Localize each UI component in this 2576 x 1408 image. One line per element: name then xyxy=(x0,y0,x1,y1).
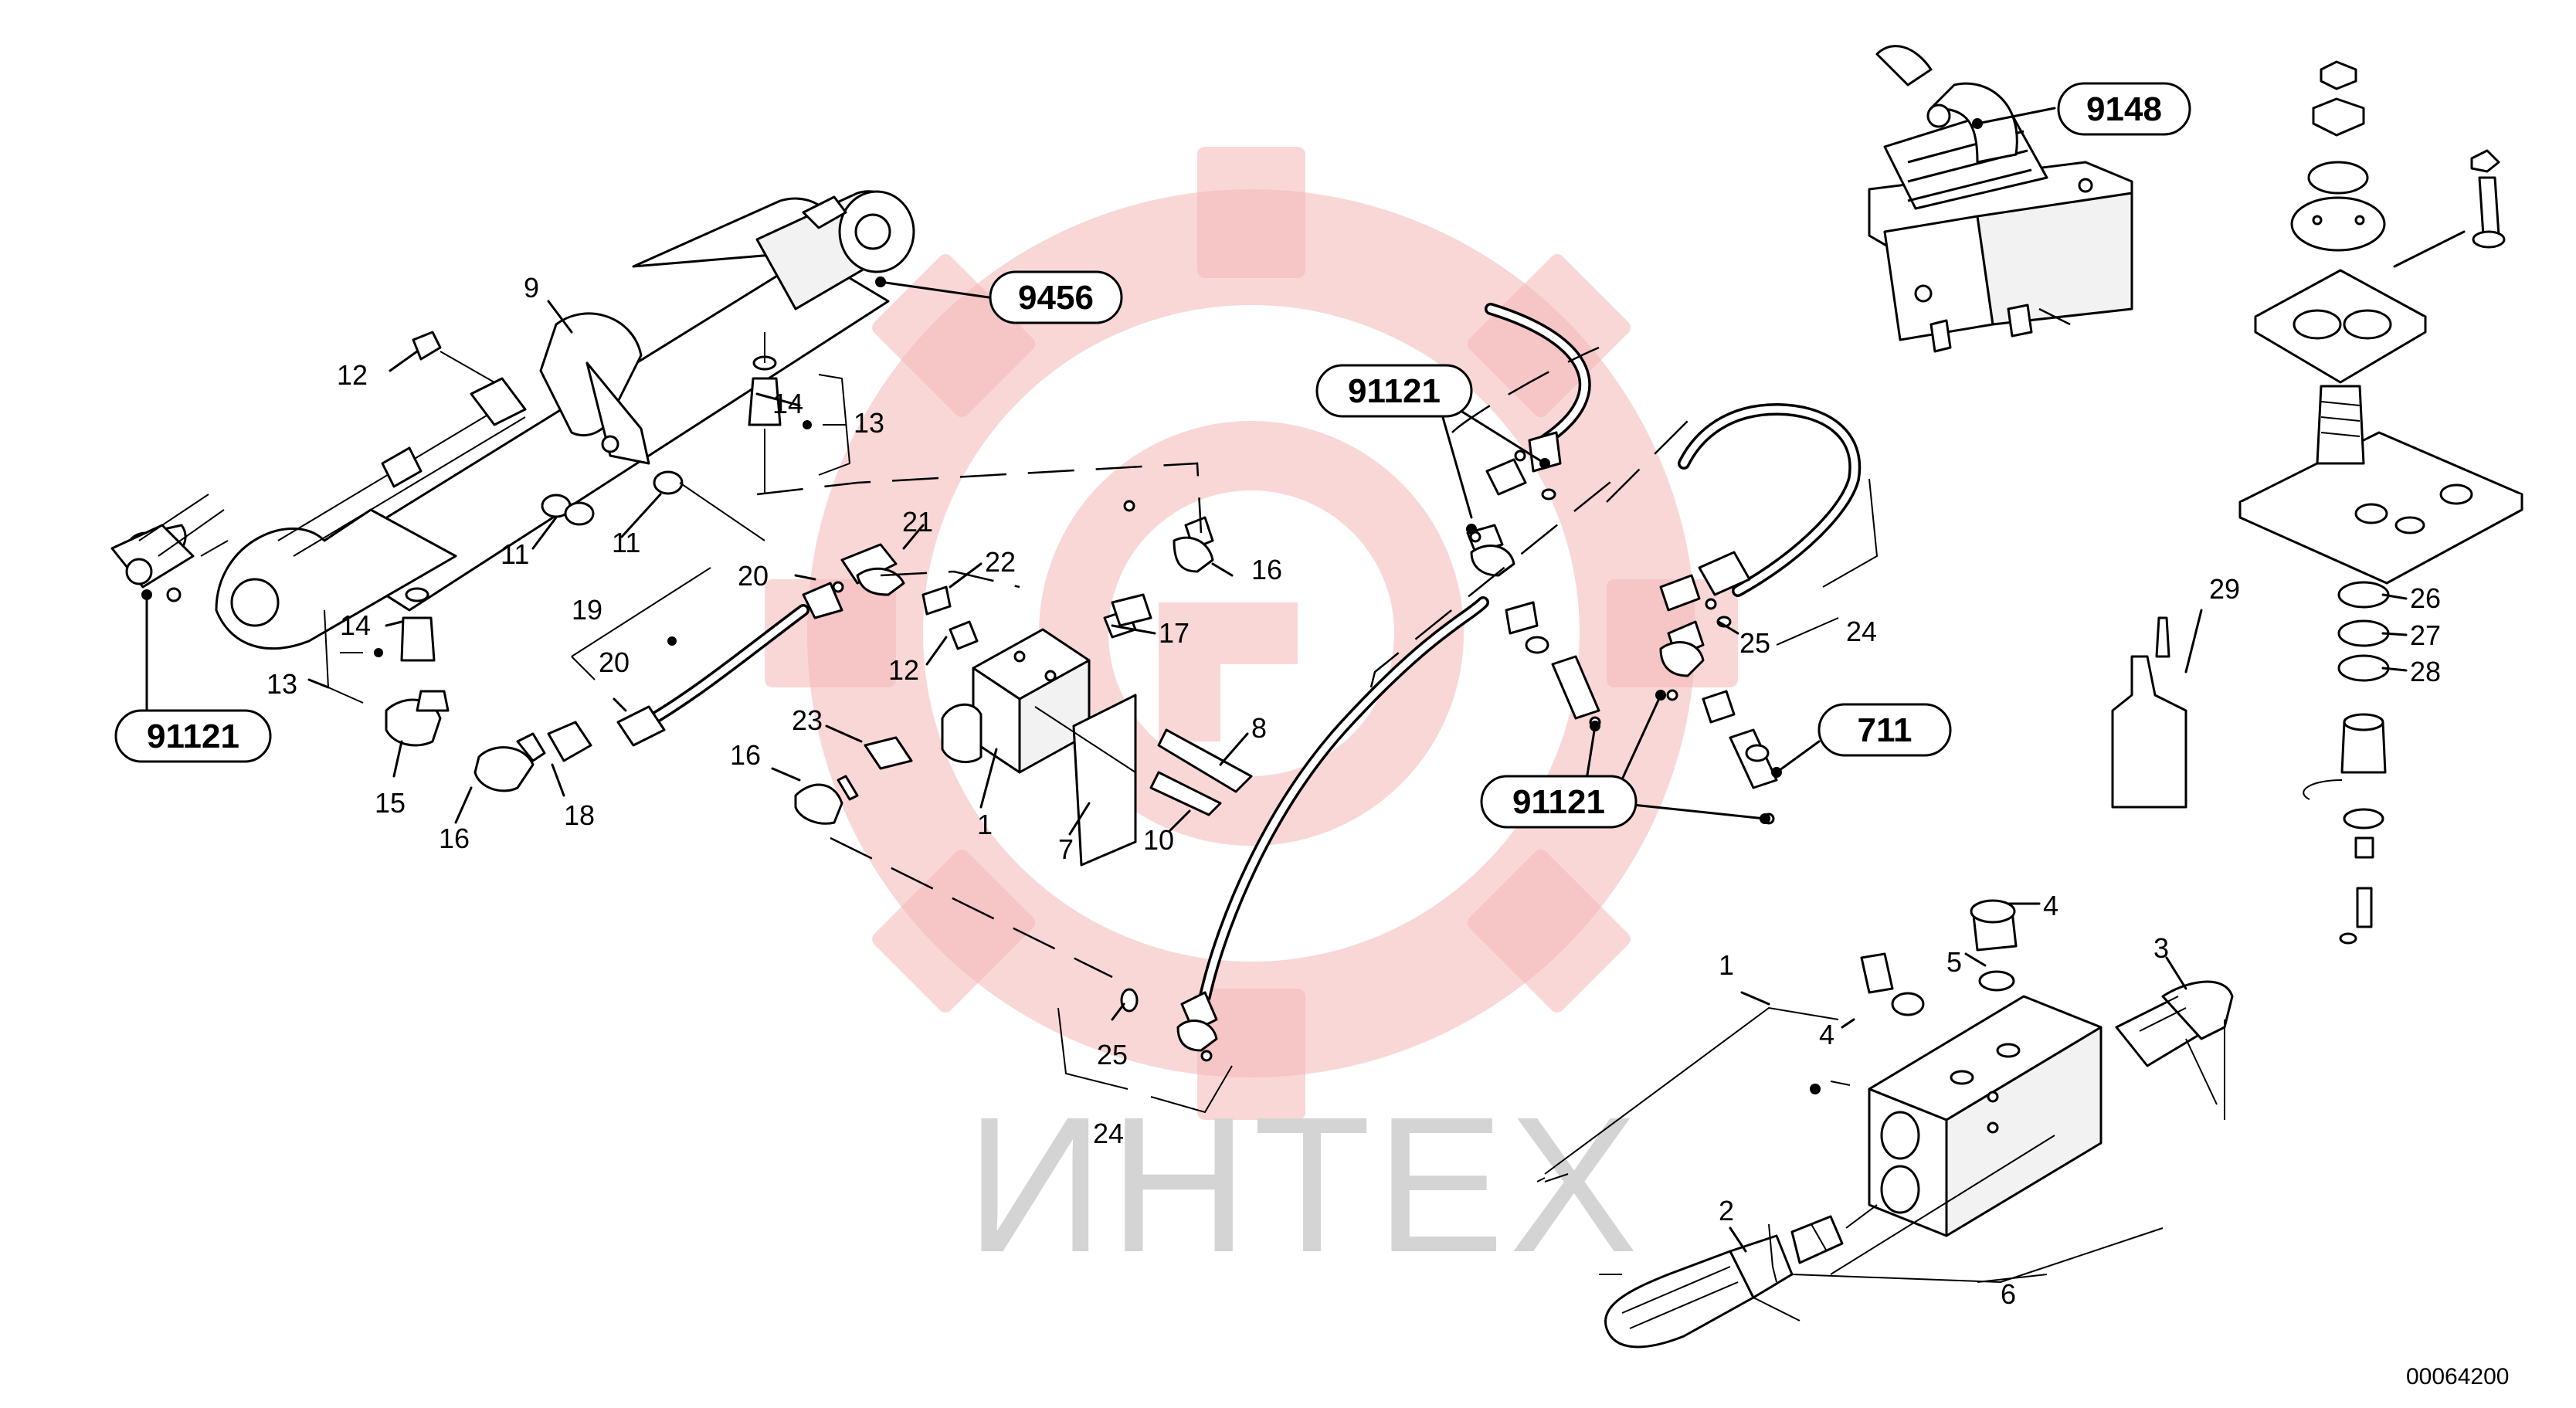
label-16-left-mid: 16 xyxy=(730,739,761,771)
hydraulic-cylinder xyxy=(110,190,915,650)
label-26: 26 xyxy=(2410,582,2441,614)
watermark-text: ИНТЕХ xyxy=(966,1077,1642,1292)
label-27: 27 xyxy=(2410,619,2441,651)
label-11-right: 11 xyxy=(612,527,640,558)
label-13-top: 13 xyxy=(854,407,884,439)
callout-711: 711 xyxy=(1817,703,1952,757)
label-11-left: 11 xyxy=(501,538,529,570)
watermark-gear xyxy=(765,147,1738,1120)
label-4-top: 4 xyxy=(2043,890,2058,921)
label-10: 10 xyxy=(1143,824,1174,856)
svg-text:9148: 9148 xyxy=(2086,90,2162,128)
label-24-right: 24 xyxy=(1846,616,1877,647)
label-8: 8 xyxy=(1251,712,1267,744)
pilot-valve-stack xyxy=(2111,60,2523,945)
callout-9456: 9456 xyxy=(989,270,1123,324)
svg-text:9456: 9456 xyxy=(1018,279,1094,317)
hose-right xyxy=(1659,402,1862,612)
hose-24-center xyxy=(1176,596,1489,1062)
label-24-left: 24 xyxy=(1093,1118,1124,1149)
label-18: 18 xyxy=(564,799,595,831)
label-13-left: 13 xyxy=(266,668,297,700)
label-6: 6 xyxy=(2001,1278,2016,1310)
label-17: 17 xyxy=(1159,617,1190,649)
callout-91121-lower: 91121 xyxy=(1480,775,1638,829)
label-22: 22 xyxy=(985,546,1016,578)
label-29: 29 xyxy=(2209,573,2240,605)
joystick-assembly xyxy=(1868,45,2133,353)
label-1-center: 1 xyxy=(977,809,993,840)
label-25-left: 25 xyxy=(1097,1039,1128,1070)
valve-body-lower xyxy=(1604,899,2234,1349)
svg-text:91121: 91121 xyxy=(147,718,239,755)
label-16-left: 16 xyxy=(439,823,470,854)
svg-text:91121: 91121 xyxy=(1348,372,1441,410)
hose-upper xyxy=(1485,303,1591,496)
label-28: 28 xyxy=(2410,656,2441,687)
fittings-cluster xyxy=(1466,488,1778,825)
hose-19 xyxy=(616,582,843,747)
callout-91121-left: 91121 xyxy=(114,709,272,763)
label-2: 2 xyxy=(1719,1195,1734,1226)
label-1-lower: 1 xyxy=(1719,949,1734,981)
label-20-top: 20 xyxy=(738,560,769,592)
valve-block-center xyxy=(941,628,1253,867)
label-5: 5 xyxy=(1946,946,1962,978)
label-20-left: 20 xyxy=(599,646,630,678)
label-12-top: 12 xyxy=(337,359,368,391)
label-21: 21 xyxy=(902,506,933,538)
label-14-top: 14 xyxy=(772,388,803,419)
label-3: 3 xyxy=(2153,932,2169,964)
label-7: 7 xyxy=(1058,833,1074,865)
label-9: 9 xyxy=(524,272,539,304)
label-23: 23 xyxy=(792,704,823,736)
callout-91121-top: 91121 xyxy=(1315,364,1473,418)
leader-lines xyxy=(141,107,2466,1321)
label-16-center: 16 xyxy=(1251,554,1282,585)
label-4-left: 4 xyxy=(1819,1019,1834,1050)
label-12-center: 12 xyxy=(888,654,919,686)
callout-9148: 9148 xyxy=(2057,82,2191,136)
label-25-right: 25 xyxy=(1739,627,1770,659)
svg-text:711: 711 xyxy=(1858,711,1912,749)
drawing-number: 00064200 xyxy=(2406,1364,2509,1389)
label-19: 19 xyxy=(572,594,602,626)
part-labels: 9 12 14 13 11 11 20 21 22 16 19 14 17 13… xyxy=(266,272,2509,1389)
svg-text:91121: 91121 xyxy=(1512,783,1605,821)
label-15: 15 xyxy=(375,787,406,819)
label-14-left: 14 xyxy=(340,609,371,641)
